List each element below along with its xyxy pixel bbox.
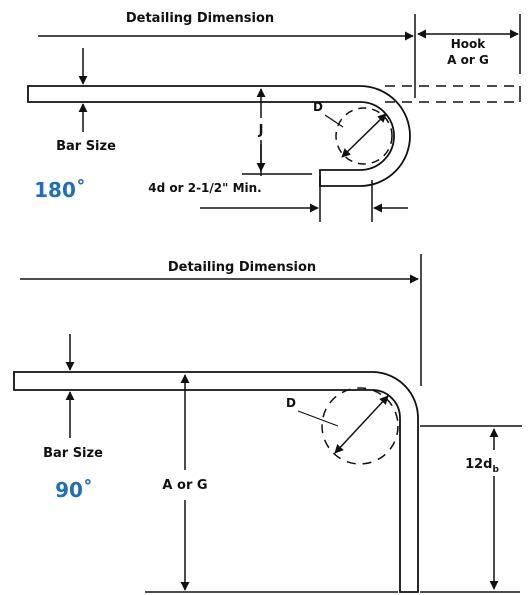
hook-90-angle-label: 90˚ [55, 478, 93, 502]
hook-180-j-label-bg [250, 118, 272, 140]
hook-180-bend-circle [335, 107, 393, 165]
hook-90-12db-label: 12db [465, 457, 499, 475]
hook-90-d-leader [297, 410, 339, 427]
hook-180-angle-label: 180˚ [34, 178, 86, 202]
hook-90-12db-subscript: b [492, 465, 499, 475]
hook-90-d-label: D [286, 396, 296, 410]
hook-90-section: Detailing Dimension D Bar Size 90˚ A or … [13, 254, 522, 593]
hook-90-bar [13, 371, 419, 593]
hook-90-a-or-g-label: A or G [162, 478, 207, 493]
hook-180-bar-size-label: Bar Size [56, 139, 116, 154]
hook-180-d-leader [324, 114, 344, 128]
hook-90-d-arrow [334, 395, 389, 454]
hook-90-bar-size-label: Bar Size [43, 446, 103, 461]
hook-180-j-label: J [258, 123, 264, 138]
hook-180-a-or-g-label: A or G [447, 53, 489, 67]
hook-180-extension-label: 4d or 2-1/2" Min. [148, 181, 261, 195]
hook-180-d-arrow [341, 113, 387, 158]
hook-180-section: Detailing Dimension Hook A or G D J Bar … [27, 11, 521, 222]
hook-90-detailing-dimension-label: Detailing Dimension [168, 260, 316, 275]
hook-180-hook-label: Hook [451, 37, 487, 51]
hook-180-bar [27, 85, 411, 187]
hook-90-bend-circle [321, 387, 399, 465]
hook-90-12d-text: 12d [465, 457, 492, 472]
hook-180-d-label: D [313, 100, 323, 114]
hook-180-detailing-dimension-label: Detailing Dimension [126, 11, 274, 26]
